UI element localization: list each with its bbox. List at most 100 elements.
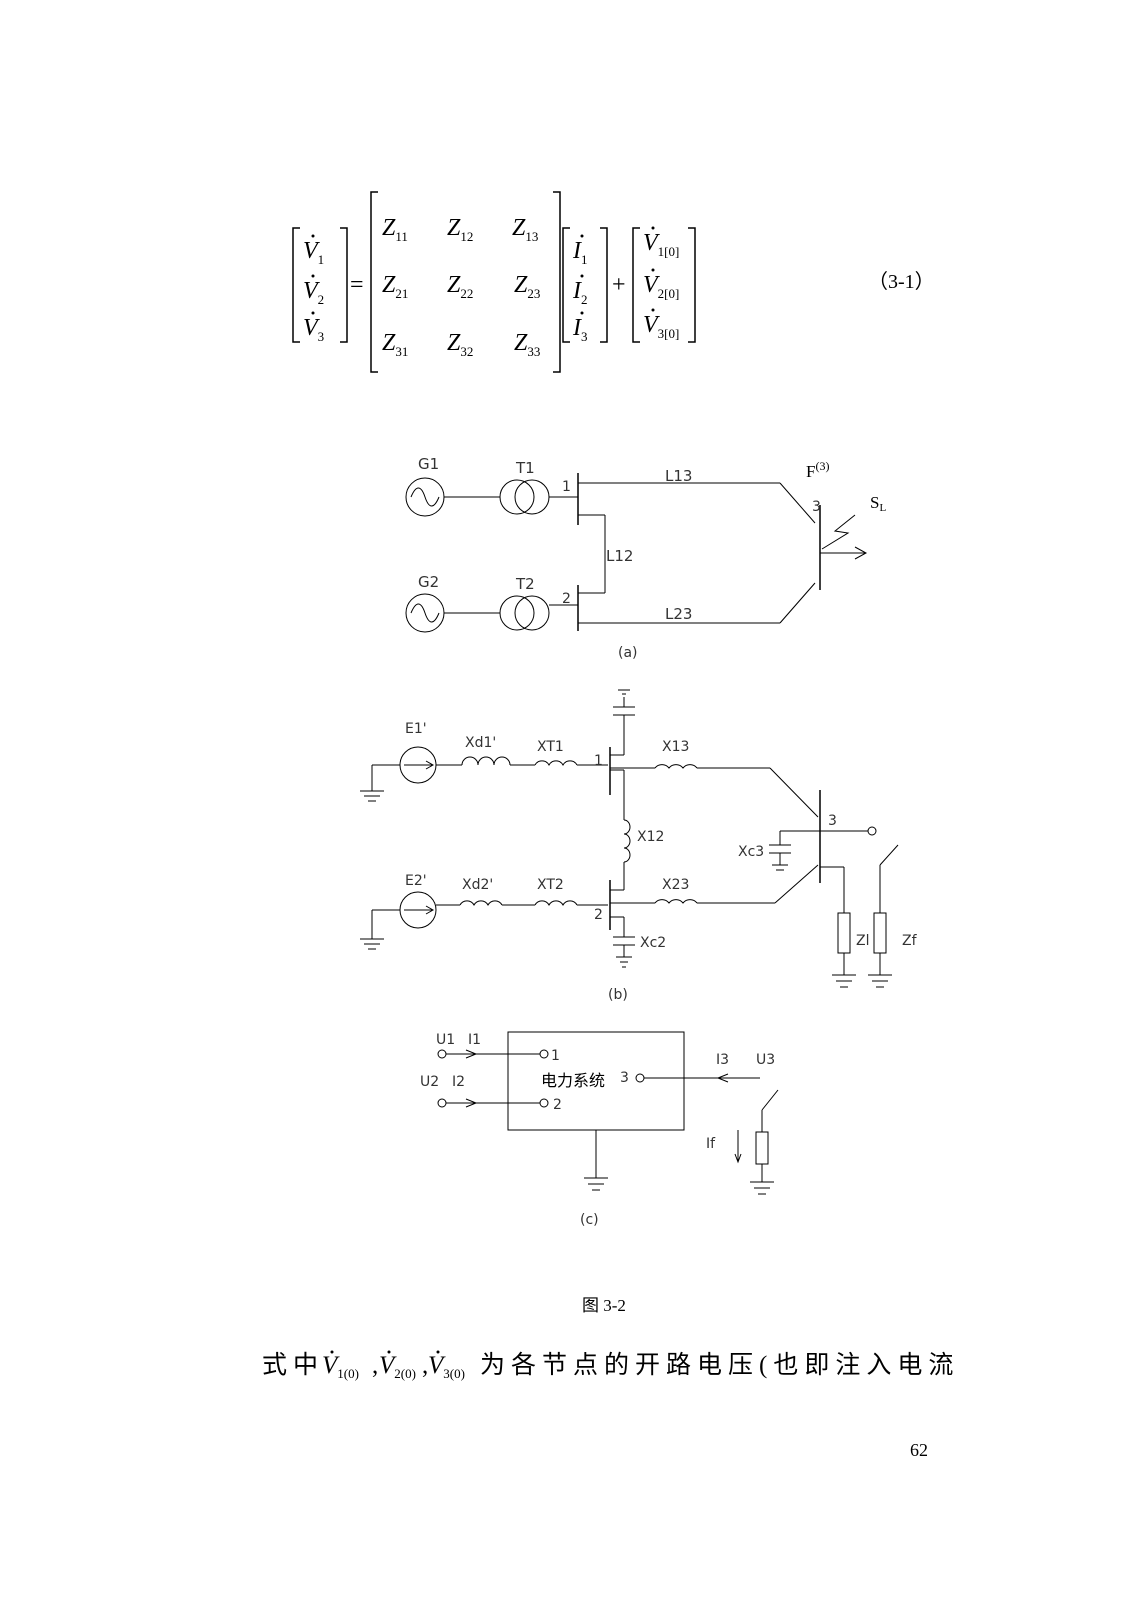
caption-c: (c) bbox=[580, 1212, 599, 1228]
z33: Z33 bbox=[514, 330, 540, 359]
xc2-label: Xc2 bbox=[640, 935, 666, 951]
equation-3-1: V1 V2 V3 = Z11 Z12 Z13 Z21 Z22 Z23 Z31 Z… bbox=[292, 191, 935, 373]
body-comma-2: , bbox=[422, 1352, 428, 1379]
i1-label: I1 bbox=[468, 1032, 481, 1048]
l23-label: L23 bbox=[665, 605, 692, 623]
i2: I2 bbox=[572, 278, 588, 307]
generator-g1-symbol bbox=[405, 477, 445, 517]
ground-system-icon bbox=[584, 1177, 608, 1191]
equation-label: （3-1） bbox=[868, 270, 935, 293]
i2-arrow-icon bbox=[465, 1098, 478, 1108]
xc3-label: Xc3 bbox=[738, 844, 764, 860]
open-circuit-vector: V1[0] V2[0] V3[0] bbox=[632, 226, 696, 343]
plus-sign: + bbox=[612, 272, 626, 298]
zf-label: Zf bbox=[902, 933, 918, 949]
c-port3-label: 3 bbox=[620, 1070, 629, 1086]
body-prefix: 式中 bbox=[262, 1351, 324, 1379]
ground-zf-icon bbox=[868, 974, 892, 988]
i1: I1 bbox=[572, 238, 588, 267]
diagram-c-network-block: U1 I1 1 U2 I2 2 电力系统 3 I3 U3 If (c) bbox=[420, 1031, 779, 1228]
node3-label: 3 bbox=[812, 499, 821, 515]
generator-g2-symbol bbox=[405, 593, 445, 633]
body-v1: V1(0) bbox=[322, 1352, 359, 1381]
node3-terminal bbox=[867, 826, 877, 836]
node2-label: 2 bbox=[562, 591, 571, 607]
b-node2-label: 2 bbox=[594, 907, 603, 923]
g1-label: G1 bbox=[418, 455, 439, 473]
e1-label: E1' bbox=[405, 721, 427, 737]
l13-label: L13 bbox=[665, 467, 692, 485]
u2-label: U2 bbox=[420, 1074, 439, 1090]
i3: I3 bbox=[572, 315, 588, 344]
equals-sign: = bbox=[350, 272, 364, 298]
u1-label: U1 bbox=[436, 1032, 455, 1048]
inductor-x13-icon bbox=[654, 764, 698, 769]
v2-0: V2[0] bbox=[643, 272, 679, 301]
impedance-matrix: Z11 Z12 Z13 Z21 Z22 Z23 Z31 Z32 Z33 bbox=[370, 191, 561, 373]
ground-zl-icon bbox=[832, 974, 856, 988]
x12-label: X12 bbox=[637, 829, 664, 845]
ground-fault-c-icon bbox=[750, 1181, 774, 1195]
l12-label: L12 bbox=[606, 547, 633, 565]
z22: Z22 bbox=[447, 272, 473, 301]
node1-label: 1 bbox=[562, 479, 571, 495]
diagram-a-one-line: G1 T1 1 L13 L12 G2 T2 2 L23 3 F(3) SL (a… bbox=[405, 455, 886, 661]
i2-label: I2 bbox=[452, 1074, 465, 1090]
fault-switch-b-icon bbox=[879, 844, 899, 866]
v1-0: V1[0] bbox=[643, 230, 679, 259]
i3-arrow-icon bbox=[716, 1073, 729, 1083]
g2-label: G2 bbox=[418, 573, 439, 591]
caption-a: (a) bbox=[618, 645, 638, 661]
z32: Z32 bbox=[447, 330, 473, 359]
port2-terminal bbox=[437, 1098, 447, 1108]
capacitor-bus1-icon bbox=[610, 689, 635, 756]
capacitor-xc2-icon bbox=[610, 916, 635, 968]
body-suffix: 为各节点的开路电压(也即注入电流 bbox=[480, 1351, 959, 1379]
xd1-label: Xd1' bbox=[465, 735, 496, 751]
body-comma-1: , bbox=[372, 1352, 378, 1379]
inductor-x23-icon bbox=[654, 899, 698, 904]
c-port1-label: 1 bbox=[551, 1048, 560, 1064]
source-e2-symbol bbox=[399, 891, 437, 929]
z11: Z11 bbox=[382, 215, 408, 244]
z31: Z31 bbox=[382, 330, 408, 359]
caption-b: (b) bbox=[608, 987, 628, 1003]
current-vector: I1 I2 I3 bbox=[562, 227, 608, 344]
t2-label: T2 bbox=[515, 575, 535, 593]
i1-arrow-icon bbox=[465, 1049, 478, 1059]
inductor-xd1-icon bbox=[461, 756, 511, 766]
if-arrow-icon bbox=[734, 1130, 742, 1164]
fault-lightning-icon bbox=[821, 514, 856, 550]
z13: Z13 bbox=[512, 215, 538, 244]
x13-label: X13 bbox=[662, 739, 689, 755]
body-text-line: 式中 V1(0) , V2(0) , V3(0) 为各节点的开路电压(也即注入电… bbox=[262, 1350, 959, 1381]
z12: Z12 bbox=[447, 215, 473, 244]
inductor-xt2-icon bbox=[534, 900, 578, 907]
fault-resistor-c-icon bbox=[755, 1131, 769, 1165]
if-label: If bbox=[706, 1136, 716, 1152]
e2-label: E2' bbox=[405, 873, 427, 889]
load-arrow-icon bbox=[820, 546, 868, 560]
b-node3-label: 3 bbox=[828, 813, 837, 829]
body-v3: V3(0) bbox=[428, 1352, 465, 1381]
figure-caption: 图 3-2 bbox=[582, 1296, 626, 1315]
inductor-xd2-icon bbox=[459, 900, 503, 907]
capacitor-xc3-icon bbox=[769, 831, 791, 871]
transformer-t1-symbol bbox=[499, 479, 550, 515]
fault-switch-c-icon bbox=[761, 1089, 779, 1111]
z23: Z23 bbox=[514, 272, 540, 301]
i3-label: I3 bbox=[716, 1052, 729, 1068]
zl-label: Zl bbox=[856, 933, 869, 949]
page-number: 62 bbox=[910, 1440, 928, 1460]
t1-label: T1 bbox=[515, 459, 535, 477]
port1-terminal bbox=[437, 1049, 447, 1059]
power-system-label: 电力系统 bbox=[541, 1071, 605, 1090]
resistor-zf-icon bbox=[873, 912, 887, 954]
diagram-b-equivalent-circuit: E1' Xd1' XT1 1 X13 X12 E2' Xd2' XT2 2 bbox=[360, 689, 918, 1003]
v3-0: V3[0] bbox=[643, 312, 679, 341]
resistor-zl-icon bbox=[837, 912, 851, 954]
lhs-v3: V3 bbox=[303, 315, 324, 344]
transformer-t2-symbol bbox=[499, 595, 550, 631]
xt2-label: XT2 bbox=[537, 877, 564, 893]
